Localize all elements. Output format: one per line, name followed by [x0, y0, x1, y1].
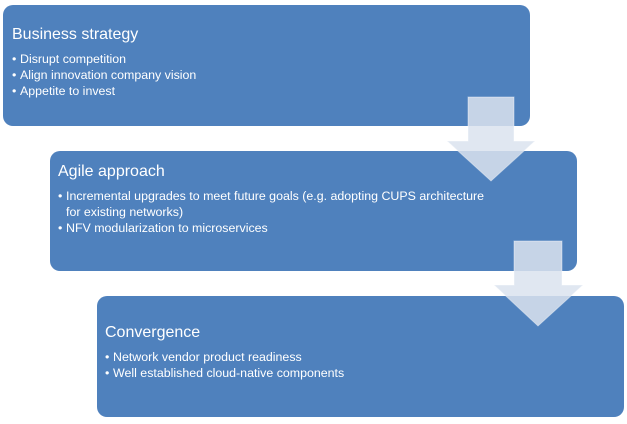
- step-title: Convergence: [105, 324, 201, 341]
- bullet-item: Appetite to invest: [12, 83, 530, 99]
- bullet-list: Incremental upgrades to meet future goal…: [58, 188, 498, 236]
- step-title: Agile approach: [58, 163, 165, 180]
- step-agile-approach: Agile approach Incremental upgrades to m…: [50, 151, 577, 271]
- bullet-item: Incremental upgrades to meet future goal…: [58, 188, 498, 220]
- bullet-list: Disrupt competition Align innovation com…: [12, 51, 530, 99]
- bullet-item: Disrupt competition: [12, 51, 530, 67]
- step-title: Business strategy: [12, 26, 139, 43]
- bullet-item: Align innovation company vision: [12, 67, 530, 83]
- bullet-item: Well established cloud-native components: [105, 365, 624, 381]
- bullet-list: Network vendor product readiness Well es…: [105, 349, 624, 381]
- step-business-strategy: Business strategy Disrupt competition Al…: [3, 5, 530, 126]
- bullet-item: NFV modularization to microservices: [58, 220, 498, 236]
- step-convergence: Convergence Network vendor product readi…: [97, 296, 624, 417]
- bullet-item: Network vendor product readiness: [105, 349, 624, 365]
